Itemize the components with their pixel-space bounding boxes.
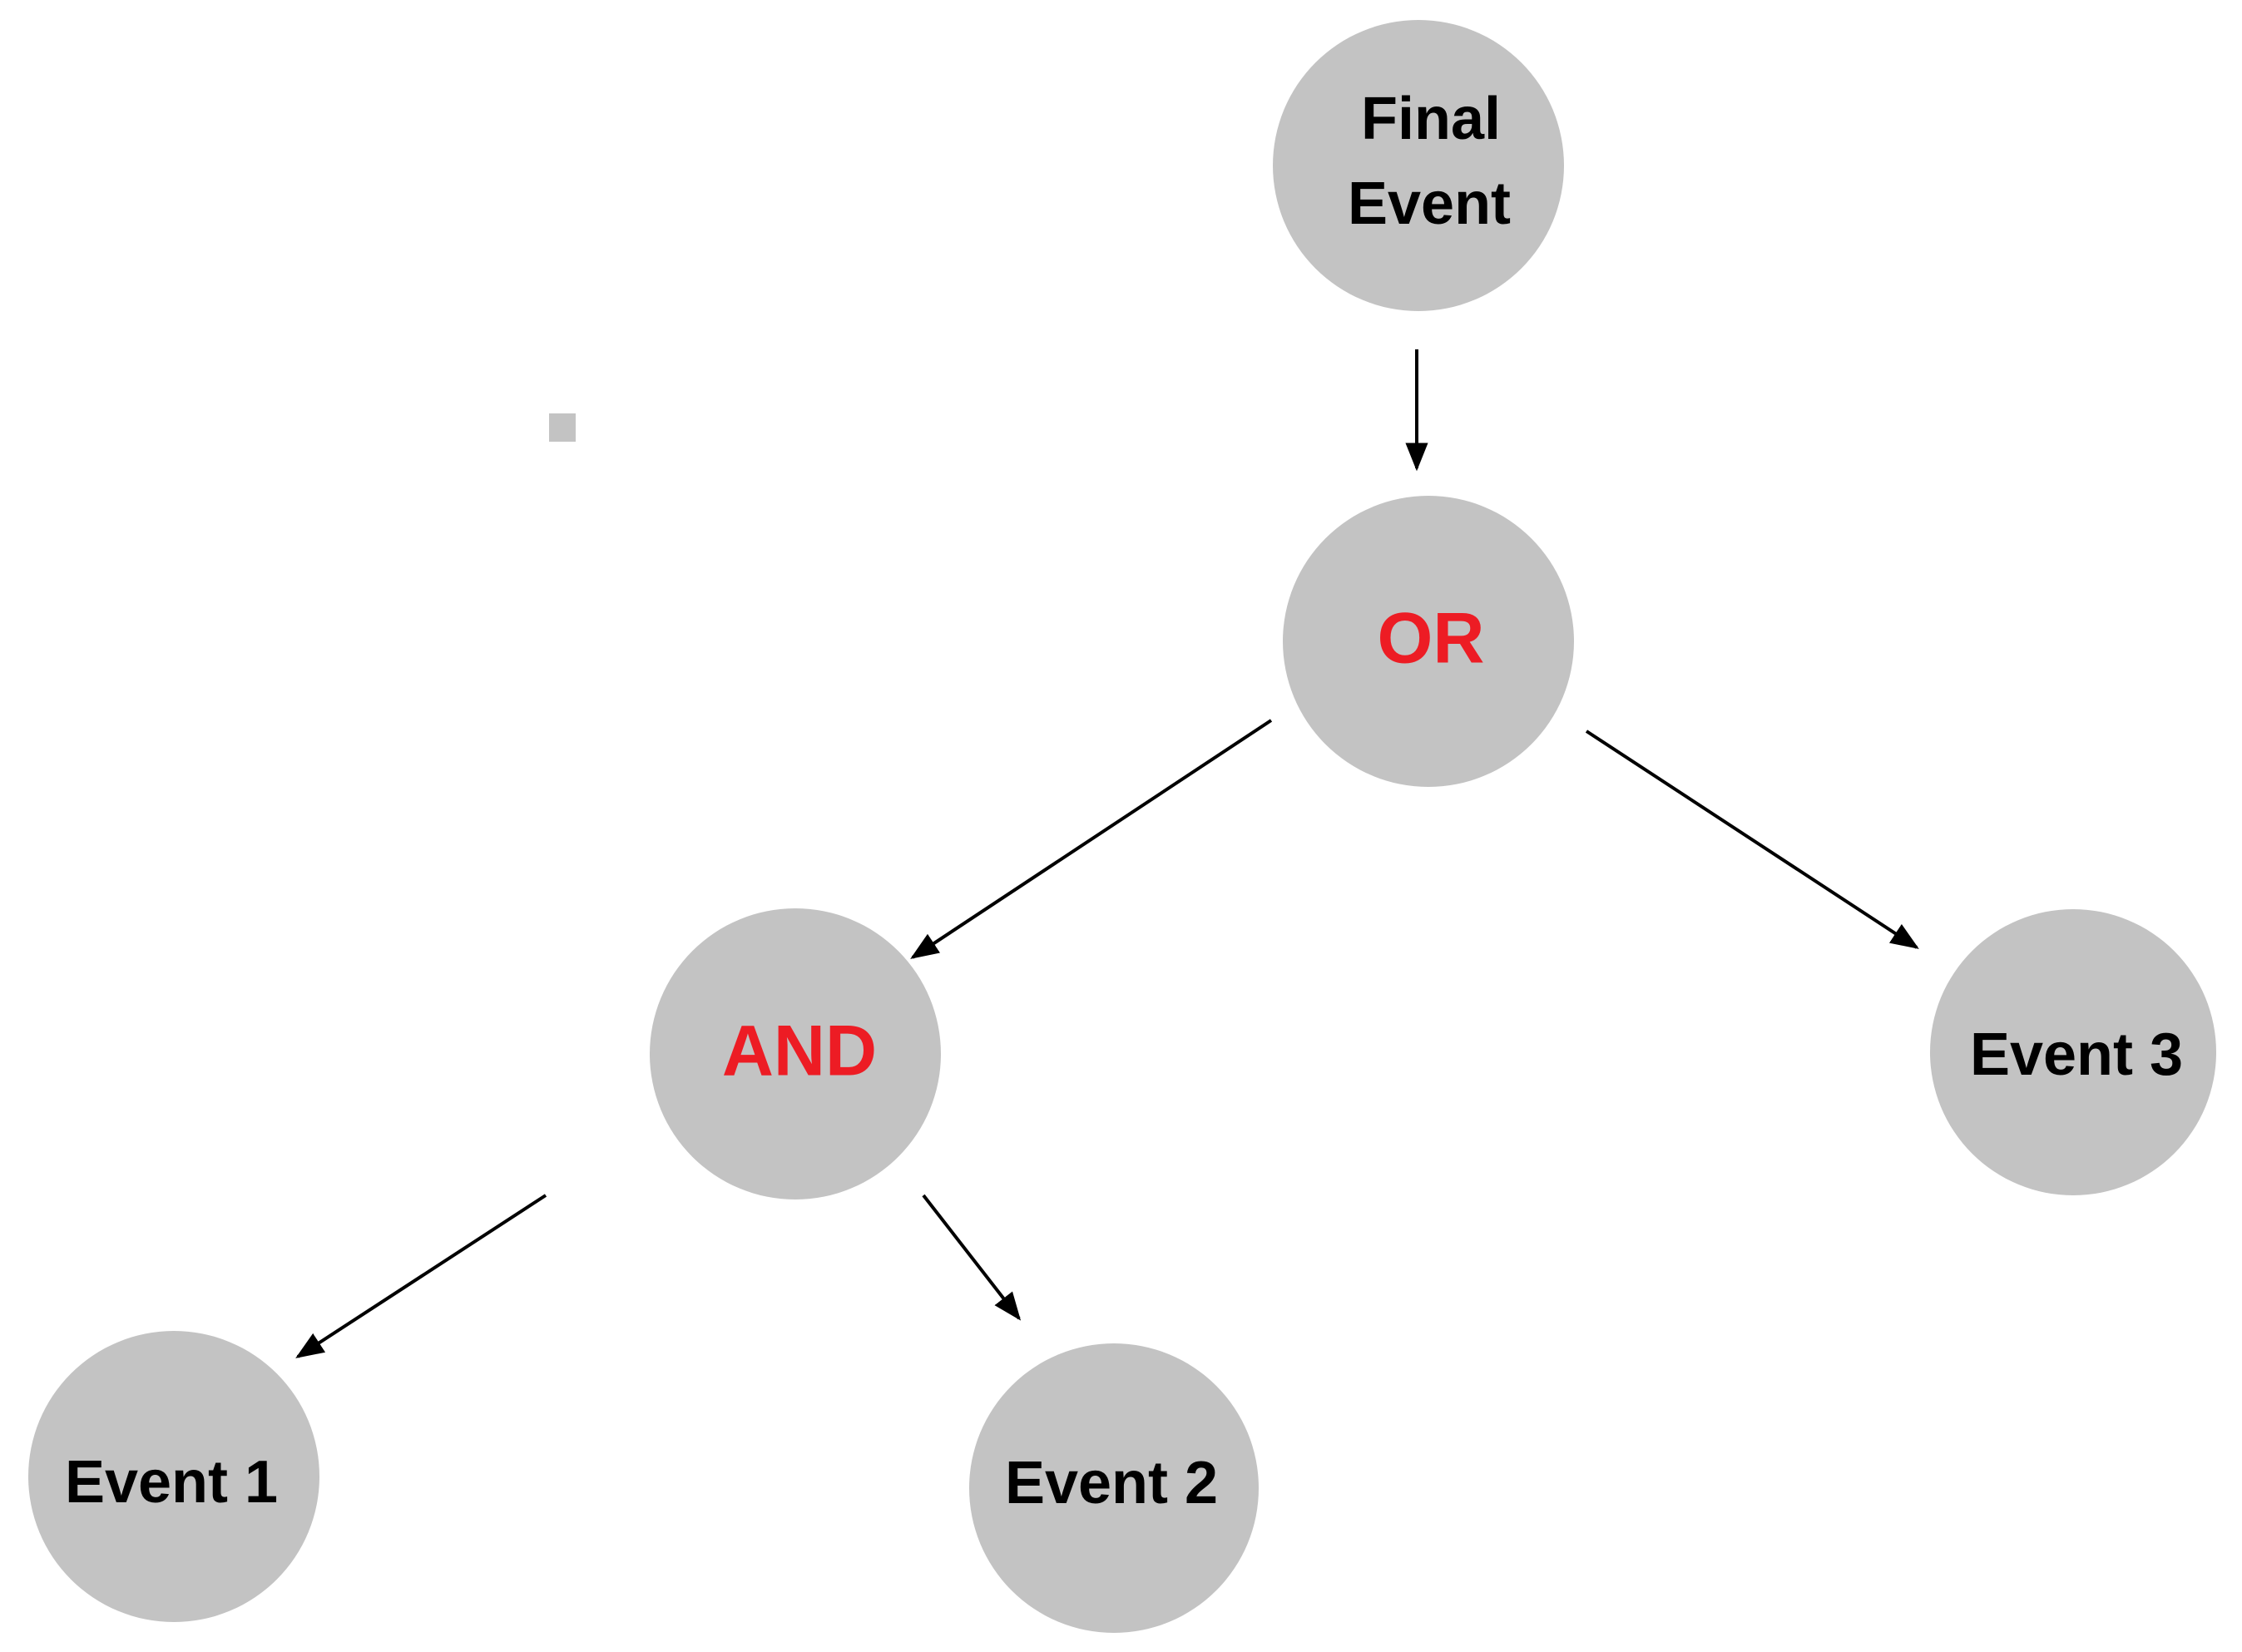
- node-and-gate: AND: [650, 908, 941, 1199]
- stray-gray-square: [549, 413, 576, 442]
- node-event-1: Event 1: [28, 1331, 319, 1622]
- node-circle: [650, 908, 941, 1199]
- edges: [295, 349, 1919, 1358]
- edge-and-to-event-2: [922, 1194, 1022, 1321]
- event-1-label: Event 1: [65, 1449, 278, 1516]
- node-final-event: Final Event: [1273, 20, 1564, 311]
- node-label-line1: Final: [1361, 86, 1501, 152]
- node-circle: [1273, 20, 1564, 311]
- edge-or-to-event-3: [1585, 730, 1919, 949]
- node-circle: [969, 1343, 1259, 1633]
- node-circle: [1930, 909, 2216, 1195]
- node-circle: [28, 1331, 319, 1622]
- node-event-3: Event 3: [1930, 909, 2216, 1195]
- node-or-gate: OR: [1283, 496, 1574, 787]
- and-gate-label: AND: [722, 1011, 877, 1091]
- or-gate-label: OR: [1378, 599, 1485, 679]
- node-circle: [1283, 496, 1574, 787]
- event-3-label: Event 3: [1970, 1021, 2183, 1088]
- event-2-label: Event 2: [1005, 1450, 1218, 1516]
- node-event-2: Event 2: [969, 1343, 1259, 1633]
- node-label-line2: Event: [1348, 171, 1511, 237]
- edge-and-to-event-1: [295, 1194, 547, 1358]
- edge-or-to-and: [910, 719, 1273, 959]
